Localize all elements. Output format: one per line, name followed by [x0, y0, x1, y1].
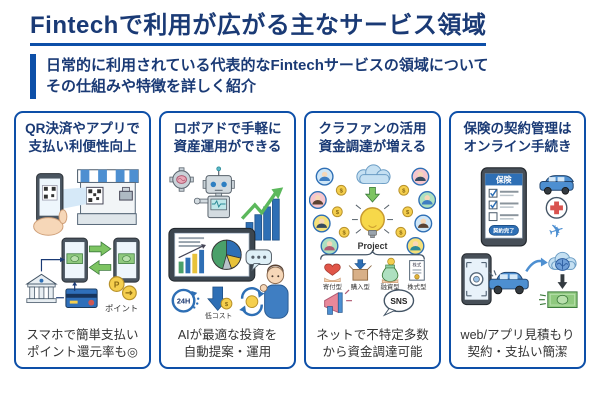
panel-qr-header-line2: 支払い利便性向上: [28, 138, 137, 154]
chat-bubble-icon: [245, 249, 272, 272]
panel-qr-header: QR決済やアプリで 支払い利便性向上: [25, 120, 140, 155]
low-cost-icon: $ 低コスト: [205, 286, 233, 320]
equity-label: 株式型: [407, 282, 427, 291]
insurance-app-title: 保険: [495, 175, 512, 185]
lending-label: 融資型: [381, 282, 401, 291]
damaged-car-icon: [488, 270, 529, 295]
panel-crowd-header-line1: クラファンの活用: [318, 121, 427, 137]
upload-arrow-icon: [525, 257, 548, 273]
donation-label: 寄付型: [323, 282, 343, 291]
panel-crowdfunding: クラファンの活用 資金調達が増える: [304, 111, 441, 370]
panel-crowd-caption-line1: ネットで不特定多数: [316, 328, 429, 343]
panel-robo-caption: AIが最適な投資を 自動提案・運用: [178, 327, 277, 361]
bank-icon: [25, 273, 58, 304]
panel-crowd-header: クラファンの活用 資金調達が増える: [319, 120, 427, 155]
panel-crowd-illustration: $ $ $ $ $ $: [309, 157, 436, 325]
camera-phone-icon: [461, 253, 492, 306]
medical-cross-icon: [545, 197, 568, 219]
equity-cert-label: 株式: [413, 262, 422, 269]
dollar-coins-icon: $ $ $ $ $ $: [331, 185, 414, 238]
coin-dollar: $: [406, 210, 410, 216]
panel-qr-caption-line1: スマホで簡単支払い: [26, 328, 139, 343]
infographic: Fintechで利用が広がる主なサービス領域 日常的に利用されている代表的なFi…: [0, 12, 600, 370]
point-coin-letter: P: [114, 280, 120, 290]
lending-type-icon: [381, 257, 399, 284]
insurance-app-phone-icon: 保険 契約完了: [480, 167, 527, 247]
ai-cloud-brain-icon: [548, 252, 577, 272]
24h-label: 24H: [177, 297, 190, 306]
panel-qr-illustration: P ポイント: [19, 157, 146, 325]
panel-qr-payment: QR決済やアプリで 支払い利便性向上: [14, 111, 151, 370]
arrow-left-icon: [88, 260, 112, 276]
qr-scan-phone-icon: [33, 173, 87, 236]
coin-dollar: $: [340, 189, 344, 195]
money-transfer-phones-icon: [61, 237, 140, 283]
crowd-avatars-icon: [309, 167, 436, 256]
project-label: Project: [358, 241, 388, 251]
subtitle-line1: 日常的に利用されている代表的なFintechサービスの領域について: [46, 56, 489, 74]
credit-card-icon: [65, 288, 98, 309]
panel-insurance-caption: web/アプリ見積もり 契約・支払い簡潔: [461, 327, 575, 361]
idea-bulb-icon: [351, 204, 394, 239]
ai-gear-brain-icon: [169, 167, 194, 192]
24h-cycle-icon: 24H: [171, 288, 200, 313]
payout-icon: [538, 274, 578, 309]
store-icon: [77, 169, 139, 226]
panel-insurance-header-line1: 保険の契約管理は: [463, 121, 572, 137]
sns-bubble-icon: SNS: [382, 289, 415, 317]
points-coins-icon: P ポイント: [105, 276, 138, 314]
coin-dollar: $: [402, 189, 406, 195]
car-icon: [539, 175, 574, 195]
panel-insurance: 保険の契約管理は オンライン手続き 保険: [449, 111, 586, 370]
coin-dollar: $: [336, 210, 340, 216]
reinvest-cycle-icon: [239, 287, 265, 317]
panel-insurance-caption-line1: web/アプリ見積もり: [460, 328, 575, 343]
panel-qr-header-line1: QR決済やアプリで: [25, 121, 140, 137]
coin-dollar: $: [399, 231, 403, 237]
panel-robo-header: ロボアドで手軽に 資産運用ができる: [174, 120, 282, 155]
panel-robo-header-line2: 資産運用ができる: [173, 138, 282, 154]
panel-insurance-header-line2: オンライン手続き: [463, 138, 572, 154]
service-panels: QR決済やアプリで 支払い利便性向上: [0, 111, 600, 370]
panel-crowd-caption: ネットで不特定多数 から資金調達可能: [316, 327, 429, 361]
points-label: ポイント: [105, 304, 138, 314]
low-cost-coin-symbol: $: [225, 302, 229, 308]
purchase-type-icon: [348, 259, 372, 281]
page-subtitle: 日常的に利用されている代表的なFintechサービスの領域について その仕組みや…: [30, 53, 586, 100]
robot-icon: [193, 166, 235, 219]
panel-insurance-caption-line2: 契約・支払い簡潔: [467, 345, 568, 360]
panel-insurance-illustration: 保険 契約完了: [454, 157, 581, 325]
page-title: Fintechで利用が広がる主なサービス領域: [30, 12, 487, 46]
brace-shape: [320, 250, 425, 260]
panel-robo-caption-line1: AIが最適な投資を: [177, 328, 278, 343]
sns-label: SNS: [390, 296, 408, 306]
panel-insurance-header: 保険の契約管理は オンライン手続き: [464, 120, 572, 155]
panel-qr-caption-line2: ポイント還元率も◎: [27, 345, 138, 360]
contract-complete-button-label: 契約完了: [492, 226, 514, 234]
coin-dollar: $: [343, 231, 347, 237]
tablet-charts-icon: [168, 228, 256, 282]
panel-robo-illustration: 24H $ 低コスト: [164, 157, 291, 325]
flow-connector-lines: [40, 257, 78, 299]
panel-robo-caption-line2: 自動提案・運用: [183, 345, 272, 360]
cloud-funding-icon: [356, 164, 391, 203]
megaphone-icon: [324, 289, 352, 315]
panel-robo-header-line1: ロボアドで手軽に: [173, 121, 282, 137]
low-cost-label: 低コスト: [205, 311, 232, 320]
panel-crowd-caption-line2: から資金調達可能: [322, 345, 423, 360]
airplane-icon: ✈: [546, 219, 567, 244]
panel-qr-caption: スマホで簡単支払い ポイント還元率も◎: [26, 327, 138, 361]
purchase-label: 購入型: [351, 282, 371, 291]
arrow-right-icon: [88, 241, 112, 257]
donation-type-icon: [324, 263, 341, 283]
subtitle-line2: その仕組みや特徴を詳しく紹介: [46, 78, 257, 96]
advisor-user-icon: [259, 264, 289, 319]
panel-robo-advisor: ロボアドで手軽に 資産運用ができる: [159, 111, 296, 370]
panel-crowd-header-line2: 資金調達が増える: [318, 138, 427, 154]
equity-type-icon: 株式: [409, 260, 425, 281]
